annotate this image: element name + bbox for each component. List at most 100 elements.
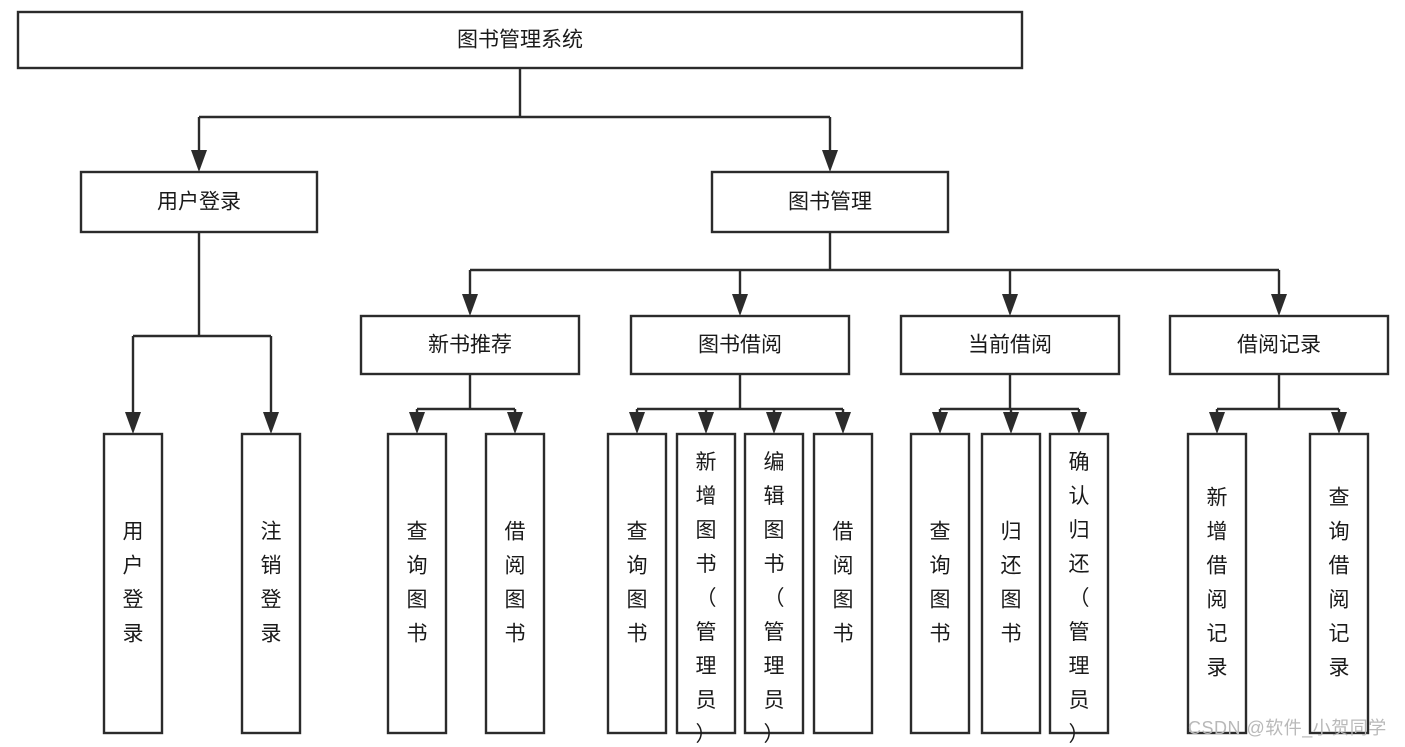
node-label-char: 归 xyxy=(1001,520,1022,543)
node-leaf-add-book[interactable]: 新增图书（管理员） xyxy=(675,432,737,746)
node-label-char: ） xyxy=(764,723,785,746)
node-box[interactable] xyxy=(812,432,874,735)
node-label-char: 查 xyxy=(407,520,428,543)
node-box[interactable] xyxy=(675,432,737,735)
node-user-login[interactable]: 用户登录 xyxy=(79,170,319,234)
node-label-char: 确 xyxy=(1069,451,1090,474)
arrow-head-icon xyxy=(125,412,141,434)
node-leaf-user-logout[interactable]: 注销登录 xyxy=(240,432,302,735)
node-label-char: 编 xyxy=(764,451,785,474)
node-label-char: 书 xyxy=(764,553,785,576)
node-box[interactable] xyxy=(1168,314,1390,376)
node-label-char: 借 xyxy=(1207,554,1228,577)
node-box[interactable] xyxy=(629,314,851,376)
node-label-char: 录 xyxy=(1329,656,1350,679)
node-label-char: 增 xyxy=(1207,520,1228,543)
node-label-char: 阅 xyxy=(1329,588,1350,611)
node-label-char: 增 xyxy=(696,485,717,508)
node-label-char: 阅 xyxy=(1207,588,1228,611)
node-label: 图书借阅 xyxy=(698,334,782,357)
connector-group xyxy=(1209,374,1347,434)
node-current-borrow[interactable]: 当前借阅 xyxy=(899,314,1121,376)
arrow-head-icon xyxy=(1071,412,1087,434)
connector-group xyxy=(932,374,1087,434)
node-book-borrow[interactable]: 图书借阅 xyxy=(629,314,851,376)
node-label-char: 查 xyxy=(627,520,648,543)
arrow-head-icon xyxy=(835,412,851,434)
node-box[interactable] xyxy=(1186,432,1248,735)
node-label: 查询图书 xyxy=(407,520,428,645)
node-label-char: 图 xyxy=(1001,588,1022,611)
node-label-char: 录 xyxy=(1207,656,1228,679)
node-label: 借阅图书 xyxy=(505,520,526,645)
node-label-char: 还 xyxy=(1069,553,1090,576)
node-box[interactable] xyxy=(240,432,302,735)
node-label-char: 图 xyxy=(764,519,785,542)
arrow-head-icon xyxy=(822,150,838,172)
node-box[interactable] xyxy=(484,432,546,735)
node-new-book-rec[interactable]: 新书推荐 xyxy=(359,314,581,376)
node-label-char: （ xyxy=(1069,587,1090,610)
node-label-char: 图 xyxy=(930,588,951,611)
node-box[interactable] xyxy=(1308,432,1370,735)
node-label: 新增借阅记录 xyxy=(1207,486,1228,679)
node-box[interactable] xyxy=(710,170,950,234)
node-box[interactable] xyxy=(606,432,668,735)
node-label-char: 书 xyxy=(696,553,717,576)
node-leaf-add-record[interactable]: 新增借阅记录 xyxy=(1186,432,1248,735)
node-label-char: 图 xyxy=(407,588,428,611)
node-label-char: 记 xyxy=(1329,622,1350,645)
node-label-char: 书 xyxy=(1001,622,1022,645)
node-box[interactable] xyxy=(1048,432,1110,735)
node-leaf-query-record[interactable]: 查询借阅记录 xyxy=(1308,432,1370,735)
node-label-char: 查 xyxy=(930,520,951,543)
node-leaf-query-book-2[interactable]: 查询图书 xyxy=(606,432,668,735)
node-box[interactable] xyxy=(79,170,319,234)
node-label: 查询图书 xyxy=(627,520,648,645)
node-label-char: （ xyxy=(764,587,785,610)
node-leaf-edit-book[interactable]: 编辑图书（管理员） xyxy=(743,432,805,746)
arrow-head-icon xyxy=(507,412,523,434)
node-leaf-return-book[interactable]: 归还图书 xyxy=(980,432,1042,735)
node-label-char: 管 xyxy=(696,621,717,644)
node-leaf-borrow-book-2[interactable]: 借阅图书 xyxy=(812,432,874,735)
node-box[interactable] xyxy=(102,432,164,735)
node-leaf-borrow-book-1[interactable]: 借阅图书 xyxy=(484,432,546,735)
node-box[interactable] xyxy=(980,432,1042,735)
node-box[interactable] xyxy=(743,432,805,735)
arrow-head-icon xyxy=(409,412,425,434)
node-leaf-query-book-3[interactable]: 查询图书 xyxy=(909,432,971,735)
node-leaf-query-book-1[interactable]: 查询图书 xyxy=(386,432,448,735)
node-label-char: 注 xyxy=(261,520,282,543)
node-box[interactable] xyxy=(386,432,448,735)
arrow-head-icon xyxy=(1002,294,1018,316)
node-label-char: 书 xyxy=(930,622,951,645)
node-box[interactable] xyxy=(909,432,971,735)
node-book-manage[interactable]: 图书管理 xyxy=(710,170,950,234)
node-label-char: 查 xyxy=(1329,486,1350,509)
node-label-char: 理 xyxy=(1069,655,1090,678)
node-label: 图书管理 xyxy=(788,191,872,214)
node-box[interactable] xyxy=(899,314,1121,376)
node-label-char: 询 xyxy=(627,554,648,577)
node-label-char: （ xyxy=(696,587,717,610)
node-leaf-confirm-return[interactable]: 确认归还（管理员） xyxy=(1048,432,1110,746)
node-box[interactable] xyxy=(359,314,581,376)
node-label: 当前借阅 xyxy=(968,334,1052,357)
node-label-char: 理 xyxy=(764,655,785,678)
arrow-head-icon xyxy=(191,150,207,172)
node-label-char: 员 xyxy=(764,689,785,712)
node-label: 编辑图书（管理员） xyxy=(764,451,785,746)
node-boxes-layer: 图书管理系统用户登录图书管理新书推荐图书借阅当前借阅借阅记录用户登录注销登录查询… xyxy=(16,10,1390,746)
node-label-char: 询 xyxy=(930,554,951,577)
node-box[interactable] xyxy=(16,10,1024,70)
node-label: 用户登录 xyxy=(123,520,144,645)
node-label-char: 书 xyxy=(627,622,648,645)
node-label-char: 新 xyxy=(1207,486,1228,509)
csdn-watermark: CSDN @软件_小贺同学 xyxy=(1188,718,1387,738)
node-label-char: 管 xyxy=(764,621,785,644)
node-borrow-record[interactable]: 借阅记录 xyxy=(1168,314,1390,376)
node-root[interactable]: 图书管理系统 xyxy=(16,10,1024,70)
node-leaf-user-login[interactable]: 用户登录 xyxy=(102,432,164,735)
node-label-char: ） xyxy=(1069,723,1090,746)
